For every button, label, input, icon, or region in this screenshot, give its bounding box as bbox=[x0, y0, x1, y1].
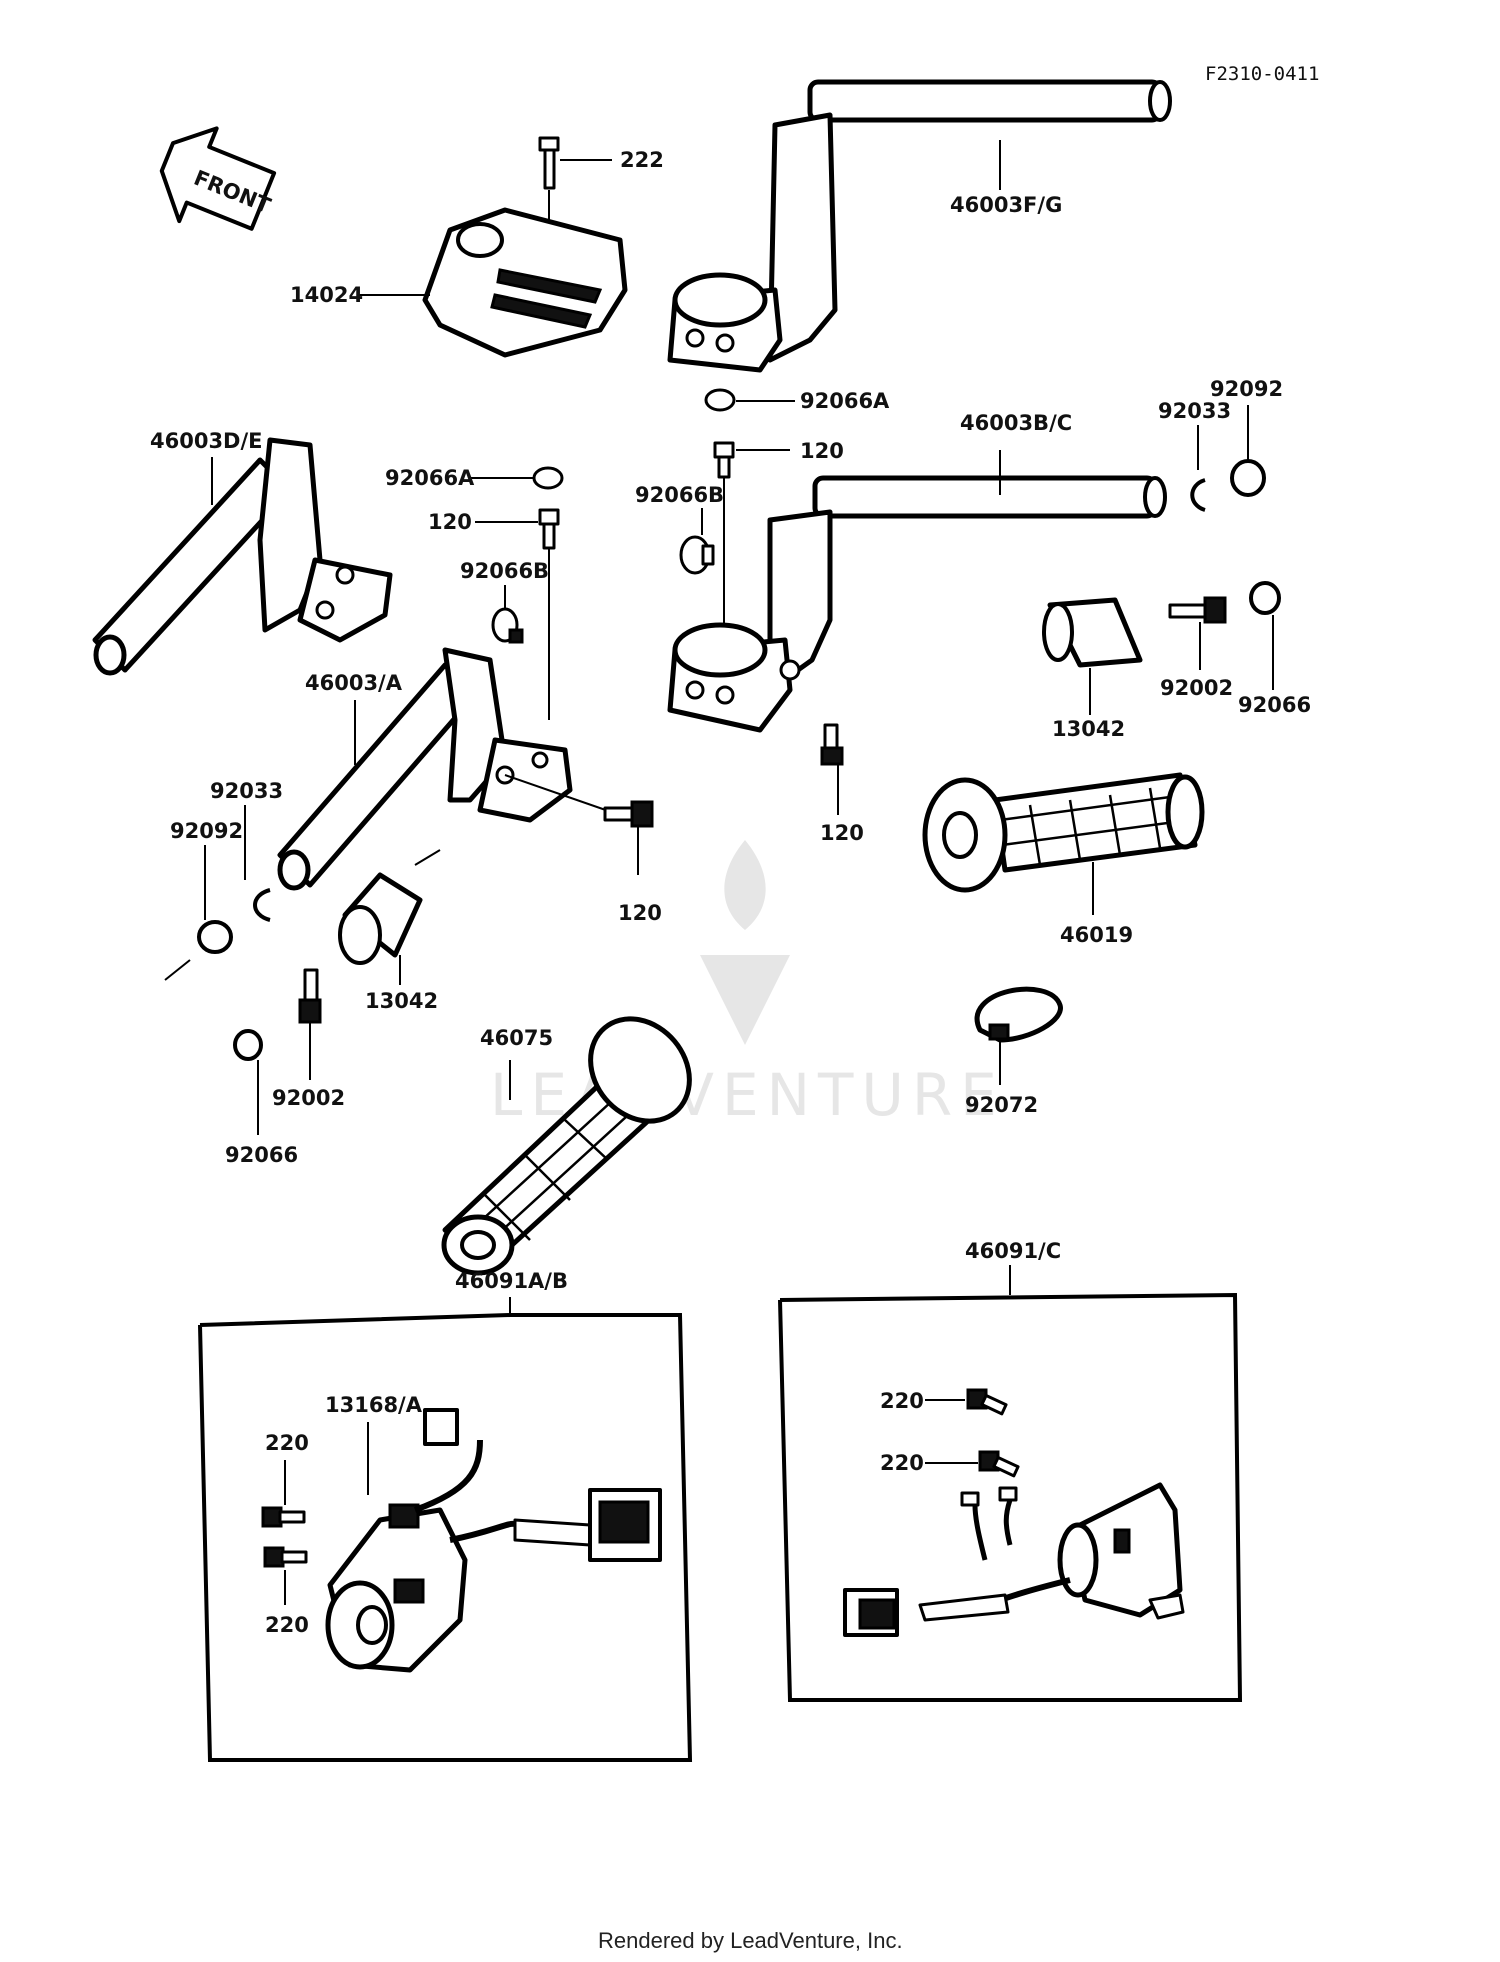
label-92066b-left: 92066B bbox=[460, 559, 549, 583]
nut-92092-right-icon bbox=[1230, 459, 1266, 497]
diagram-code: F2310-0411 bbox=[1205, 63, 1319, 85]
cap-92066-right-icon bbox=[1249, 581, 1281, 615]
label-46075: 46075 bbox=[480, 1026, 553, 1050]
label-14024: 14024 bbox=[290, 283, 363, 307]
label-46019: 46019 bbox=[1060, 923, 1133, 947]
front-arrow-icon: FRONT bbox=[159, 126, 277, 231]
label-92092-right: 92092 bbox=[1210, 377, 1283, 401]
bolt-120-left-icon bbox=[538, 508, 560, 550]
label-120-center: 120 bbox=[618, 901, 662, 925]
label-92066-right: 92066 bbox=[1238, 693, 1311, 717]
label-120-top: 120 bbox=[800, 439, 844, 463]
cap-92066b-right-icon bbox=[679, 535, 715, 575]
label-220-box1-top: 220 bbox=[265, 1431, 309, 1455]
cap-92066-left-icon bbox=[233, 1029, 263, 1061]
cover-14024-icon bbox=[422, 207, 628, 358]
label-92066a-top: 92066A bbox=[800, 389, 890, 413]
bolt-222-icon bbox=[538, 136, 560, 190]
label-46003a: 46003/A bbox=[305, 671, 403, 695]
label-92066b-right: 92066B bbox=[635, 483, 724, 507]
switch-housing-left-icon bbox=[325, 1408, 662, 1673]
kit-box-46091ab bbox=[198, 1313, 693, 1762]
cap-92066b-left-icon bbox=[491, 607, 524, 644]
screw-220-box2a-icon bbox=[966, 1388, 1008, 1416]
label-92072: 92072 bbox=[965, 1093, 1038, 1117]
label-46091ab: 46091A/B bbox=[455, 1269, 568, 1293]
cap-92066a-left-icon bbox=[532, 466, 564, 490]
label-92002-left: 92002 bbox=[272, 1086, 345, 1110]
label-222: 222 bbox=[620, 148, 664, 172]
clip-92033-left-icon bbox=[253, 888, 271, 922]
grip-46019-icon bbox=[922, 772, 1205, 893]
label-13042-left: 13042 bbox=[365, 989, 438, 1013]
label-13168a: 13168/A bbox=[325, 1393, 423, 1417]
label-92092-left: 92092 bbox=[170, 819, 243, 843]
screw-92002-right-icon bbox=[1168, 596, 1227, 624]
clip-92033-right-icon bbox=[1190, 478, 1206, 512]
label-92002-right: 92002 bbox=[1160, 676, 1233, 700]
label-92066-left: 92066 bbox=[225, 1143, 298, 1167]
weight-13042-left-icon bbox=[338, 872, 423, 965]
label-120-right: 120 bbox=[820, 821, 864, 845]
label-46003de: 46003D/E bbox=[150, 429, 263, 453]
switch-housing-right-icon bbox=[843, 1482, 1185, 1637]
nut-92092-left-icon bbox=[197, 920, 233, 954]
cap-92066a-icon bbox=[704, 388, 736, 412]
label-46003fg: 46003F/G bbox=[950, 193, 1062, 217]
bolt-120-center-icon bbox=[603, 800, 654, 828]
label-13042-right: 13042 bbox=[1052, 717, 1125, 741]
label-92033-left: 92033 bbox=[210, 779, 283, 803]
label-120-left: 120 bbox=[428, 510, 472, 534]
screw-220-box1a-icon bbox=[261, 1506, 306, 1528]
screw-220-box1b-icon bbox=[263, 1546, 308, 1568]
watermark-logo: LEADVENTURE bbox=[490, 840, 997, 1129]
clamp-92072-icon bbox=[974, 986, 1063, 1043]
label-46003bc: 46003B/C bbox=[960, 411, 1072, 435]
weight-13042-right-icon bbox=[1042, 597, 1143, 668]
grip-46075-icon bbox=[441, 1016, 692, 1276]
kit-box-46091c bbox=[778, 1292, 1243, 1702]
screw-220-box2b-icon bbox=[978, 1450, 1020, 1478]
label-220-box1-bottom: 220 bbox=[265, 1613, 309, 1637]
screw-92002-left-icon bbox=[298, 968, 322, 1024]
bolt-120-top-icon bbox=[713, 441, 735, 479]
label-92033-right: 92033 bbox=[1158, 399, 1231, 423]
label-220-box2-bottom: 220 bbox=[880, 1451, 924, 1475]
label-92066a-left: 92066A bbox=[385, 466, 475, 490]
handlebar-46003bc-icon bbox=[667, 475, 1167, 733]
handlebar-46003de-icon bbox=[92, 437, 393, 676]
bolt-120-right-icon bbox=[820, 723, 844, 766]
handlebar-46003a-icon bbox=[277, 647, 573, 891]
label-46091c: 46091/C bbox=[965, 1239, 1061, 1263]
footer-credit: Rendered by LeadVenture, Inc. bbox=[598, 1928, 903, 1953]
handlebar-46003fg-icon bbox=[667, 79, 1172, 373]
label-220-box2-top: 220 bbox=[880, 1389, 924, 1413]
